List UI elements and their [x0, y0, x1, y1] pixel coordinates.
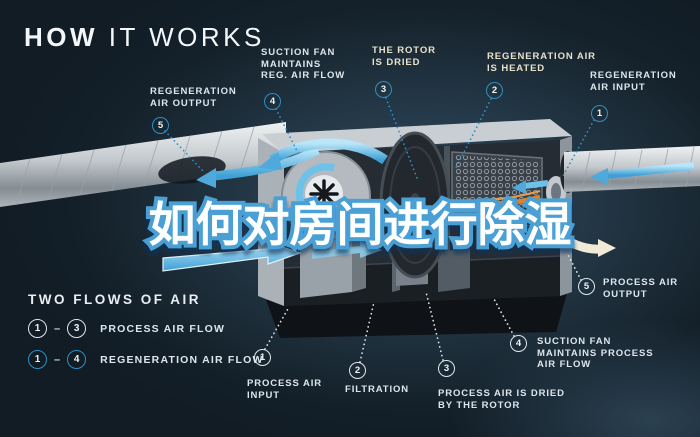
legend-range-dash: – [54, 353, 61, 366]
legend-row-regeneration-air-flow: 1 – 4 REGENERATION AIR FLOW [28, 350, 264, 369]
rotor [379, 131, 451, 279]
callout-number-suction-fan-process: 4 [510, 335, 527, 352]
chinese-headline: 如何对房间进行除湿 [145, 194, 576, 257]
callout-label-process-air-dried: PROCESS AIR IS DRIED BY THE ROTOR [438, 388, 565, 411]
callout-number-filtration: 2 [349, 362, 366, 379]
legend-title: TWO FLOWS OF AIR [28, 292, 201, 307]
callout-number-regeneration-air-output: 5 [152, 117, 169, 134]
callout-label-suction-fan-process: SUCTION FAN MAINTAINS PROCESS AIR FLOW [537, 336, 654, 370]
callout-number-process-air-dried: 3 [438, 360, 455, 377]
legend: TWO FLOWS OF AIR 1 – 3 PROCESS AIR FLOW … [28, 292, 264, 369]
legend-range-dash: – [54, 322, 61, 335]
heat-arrows-icon [452, 189, 541, 214]
leader-lines [164, 97, 595, 363]
legend-circle-end: 3 [67, 319, 87, 338]
legend-circle-end: 4 [67, 350, 87, 369]
callout-label-process-air-output: PROCESS AIR OUTPUT [603, 277, 679, 300]
callout-number-rotor-dried: 3 [375, 81, 392, 98]
legend-label-regeneration: REGENERATION AIR FLOW [100, 353, 264, 366]
callout-label-regeneration-air-output: REGENERATION AIR OUTPUT [150, 86, 237, 109]
right-fan-inlet [546, 176, 566, 208]
regeneration-input-arrow-icon [512, 162, 695, 194]
heater-honeycomb [451, 151, 543, 231]
legend-circle-start: 1 [28, 319, 47, 338]
process-output-arrow-icon [553, 230, 616, 257]
legend-circle-start: 1 [28, 350, 47, 369]
fan-swoosh-arrow-icon [258, 138, 388, 232]
callout-label-rotor-dried: THE ROTOR IS DRIED [372, 45, 436, 68]
fan-blades-icon [309, 179, 339, 209]
page-title: HOW IT WORKS [24, 22, 265, 53]
callout-number-regeneration-air-input: 1 [591, 105, 608, 122]
page-title-strong: HOW [24, 22, 99, 52]
callout-label-process-air-input: PROCESS AIR INPUT [247, 378, 323, 401]
page-title-light: IT WORKS [98, 22, 265, 52]
callout-number-regeneration-air-heated: 2 [486, 82, 503, 99]
callout-number-process-air-input: 1 [254, 349, 271, 366]
callout-label-regeneration-air-input: REGENERATION AIR INPUT [590, 70, 677, 93]
callout-label-filtration: FILTRATION [345, 384, 410, 395]
callout-number-suction-fan-reg: 4 [264, 93, 281, 110]
legend-row-process-air-flow: 1 – 3 PROCESS AIR FLOW [28, 319, 264, 338]
process-input-arrow-icon [162, 241, 382, 272]
callout-label-regeneration-air-heated: REGENERATION AIR IS HEATED [487, 51, 596, 74]
callout-label-suction-fan-reg: SUCTION FAN MAINTAINS REG. AIR FLOW [261, 47, 346, 81]
chinese-headline-text: 如何对房间进行除湿 [149, 198, 572, 253]
callout-number-process-air-output: 5 [578, 278, 595, 295]
legend-label-process: PROCESS AIR FLOW [100, 322, 226, 335]
